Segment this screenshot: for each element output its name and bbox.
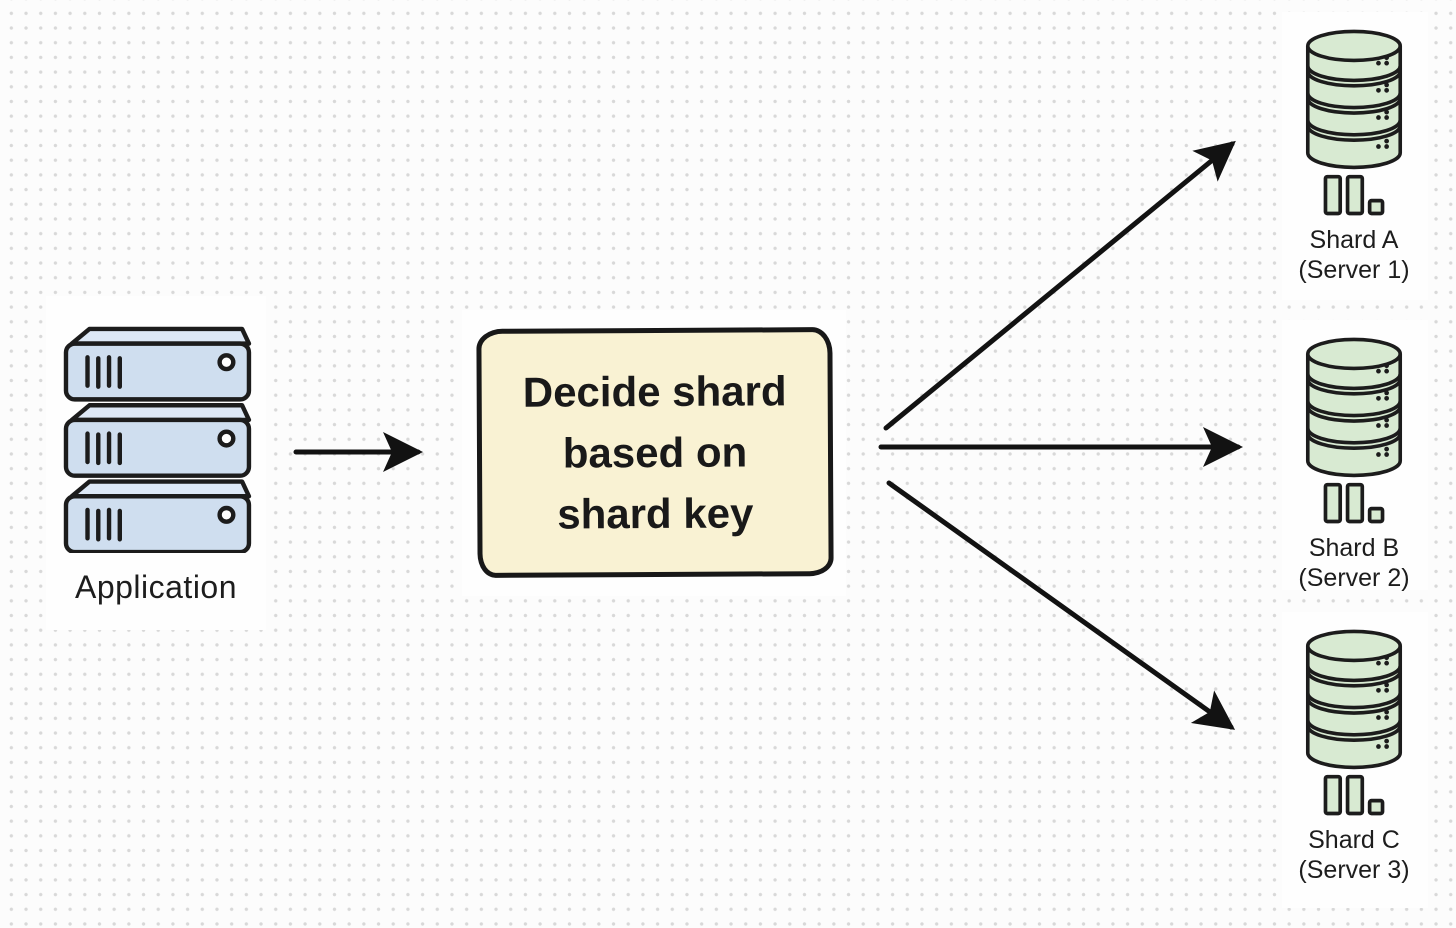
server-stack-icon: [63, 326, 252, 553]
database-dots: [1376, 363, 1389, 457]
shard-a-node: Shard A (Server 1): [1286, 26, 1422, 285]
database-icon: [1305, 629, 1403, 770]
shard-c-label: Shard C (Server 3): [1298, 825, 1409, 885]
shard-a-name: Shard A: [1309, 226, 1399, 254]
data-bars-icon: [1323, 482, 1385, 524]
shard-a-label: Shard A (Server 1): [1298, 225, 1409, 285]
decision-line-2: based on: [562, 428, 748, 477]
arrow-decision-to-shard-a: [883, 140, 1236, 431]
arrow-decision-to-shard-c: [886, 480, 1236, 730]
shard-c-node: Shard C (Server 3): [1286, 626, 1422, 885]
application-label: Application: [74, 569, 238, 605]
shard-b-label: Shard B (Server 2): [1298, 533, 1409, 593]
shard-a-server: (Server 1): [1298, 256, 1410, 284]
data-bars-icon: [1323, 174, 1385, 216]
server-led-lights: [217, 353, 236, 524]
decision-line-1: Decide shard: [522, 367, 787, 416]
database-dots: [1376, 655, 1389, 749]
shard-c-name: Shard C: [1308, 826, 1400, 854]
database-dots: [1376, 55, 1389, 149]
shard-b-name: Shard B: [1308, 534, 1400, 562]
application-node: Application: [56, 326, 256, 606]
decision-box: Decide shard based on shard key: [476, 327, 834, 578]
shard-c-server: (Server 3): [1298, 856, 1410, 884]
database-icon: [1305, 29, 1403, 170]
data-bars-icon: [1323, 774, 1385, 816]
database-icon: [1305, 337, 1403, 478]
shard-b-node: Shard B (Server 2): [1286, 334, 1422, 593]
decision-line-3: shard key: [557, 489, 754, 538]
server-vent-lines: [85, 355, 122, 542]
shard-b-server: (Server 2): [1298, 564, 1410, 592]
